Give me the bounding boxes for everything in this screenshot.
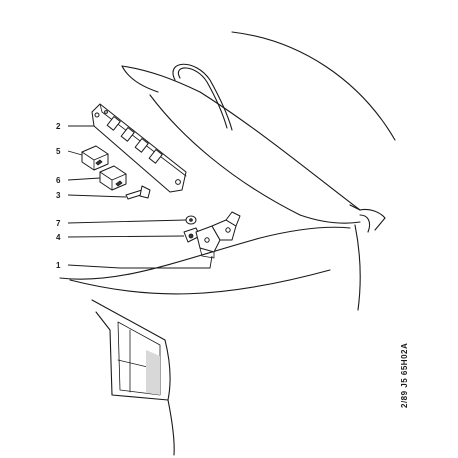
relay-bracket xyxy=(91,103,187,193)
nut-part-7 xyxy=(185,215,197,225)
leader-4 xyxy=(67,235,185,238)
bonnet-hinge-part-1 xyxy=(195,211,241,259)
leader-6 xyxy=(67,177,101,181)
screw-part-3 xyxy=(125,185,151,200)
relay-part-6 xyxy=(99,165,127,191)
callout-4: 4 xyxy=(56,233,61,242)
callout-7: 7 xyxy=(56,219,61,228)
reference-code: 2/89 J5 65H02A xyxy=(400,343,409,408)
vehicle-body-outline xyxy=(59,31,396,456)
callout-6: 6 xyxy=(56,176,61,185)
callout-labels: 2 5 6 3 7 4 1 xyxy=(56,122,61,270)
callout-1: 1 xyxy=(56,261,61,270)
relay-part-5 xyxy=(81,145,109,171)
leader-lines xyxy=(67,125,213,269)
leader-5 xyxy=(67,150,83,156)
callout-5: 5 xyxy=(56,147,61,156)
leader-7 xyxy=(67,219,187,224)
callout-3: 3 xyxy=(56,191,61,200)
leader-1 xyxy=(67,255,213,269)
callout-2: 2 xyxy=(56,122,61,131)
leader-3 xyxy=(67,194,127,198)
